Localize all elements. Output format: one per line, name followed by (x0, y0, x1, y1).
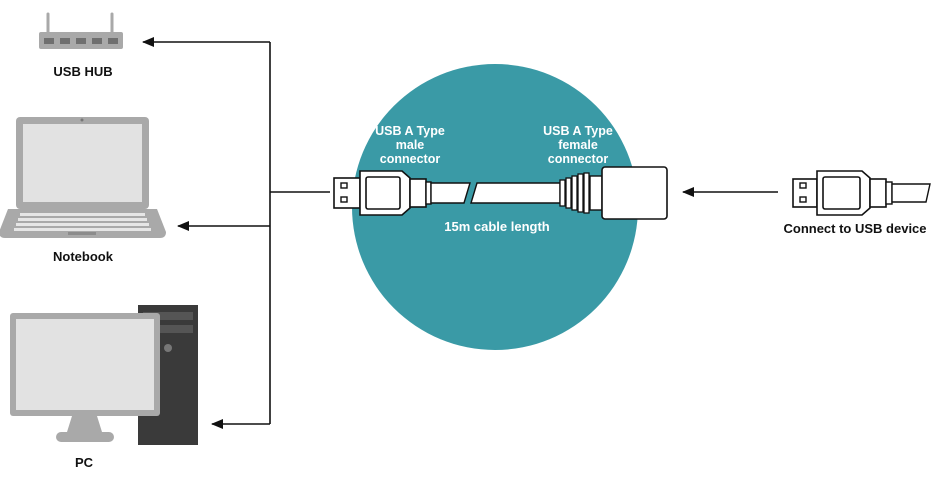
female-connector-line-1: USB A Type (543, 124, 613, 138)
notebook-icon (0, 117, 166, 238)
male-usb-connector (333, 170, 432, 216)
usb-cable (333, 166, 668, 220)
usb-hub-icon (39, 12, 123, 49)
male-connector-line-3: connector (379, 152, 441, 166)
female-connector-line-3: connector (547, 152, 609, 166)
female-connector-line-2: female (558, 138, 598, 152)
pc-label: PC (74, 455, 94, 470)
cable-highlight-circle (352, 64, 638, 350)
cable-length-label: 15m cable length (444, 219, 550, 234)
connect-device-label: Connect to USB device (783, 221, 927, 236)
pc-icon (10, 305, 198, 445)
female-connector-label: USB A Type female connector (543, 124, 613, 166)
male-connector-line-1: USB A Type (375, 124, 445, 138)
connection-lines (142, 37, 778, 429)
female-usb-connector (559, 166, 668, 220)
device-usb-plug (792, 170, 931, 216)
male-connector-label: USB A Type male connector (375, 124, 445, 166)
male-connector-line-2: male (395, 138, 425, 152)
notebook-label: Notebook (53, 249, 113, 264)
usb-hub-label: USB HUB (53, 64, 113, 79)
